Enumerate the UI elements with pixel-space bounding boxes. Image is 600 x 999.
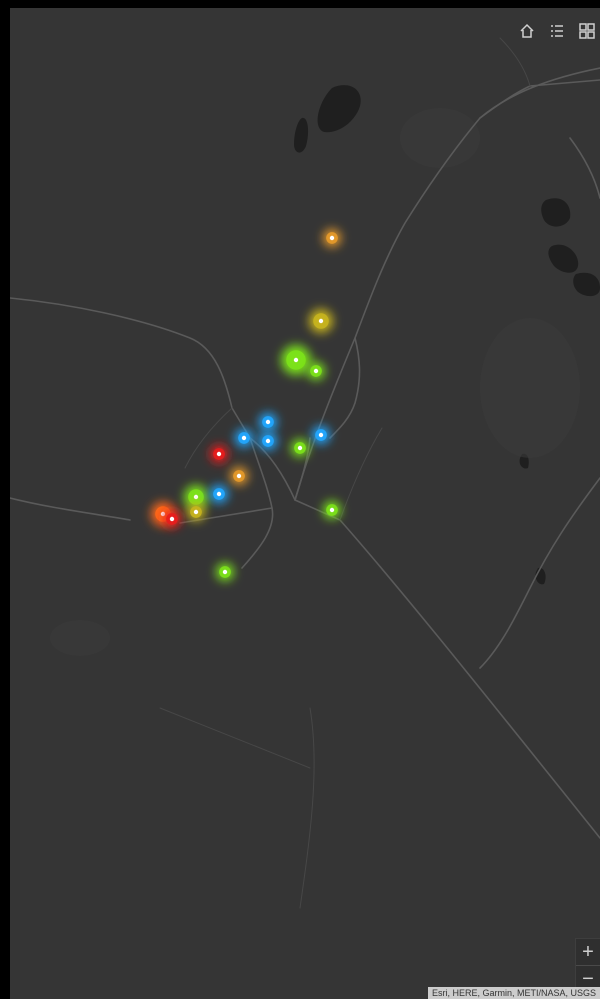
marker-center — [318, 318, 324, 324]
marker-center — [329, 507, 335, 513]
map-marker[interactable] — [291, 439, 309, 457]
zoom-in-button[interactable]: + — [582, 941, 594, 963]
lake — [294, 117, 309, 153]
marker-center — [236, 473, 242, 479]
zoom-out-button[interactable]: − — [582, 968, 594, 990]
map-attribution: Esri, HERE, Garmin, METI/NASA, USGS — [427, 987, 600, 999]
map-marker[interactable] — [323, 501, 341, 519]
incident-markers — [151, 229, 341, 581]
map-marker[interactable] — [230, 467, 248, 485]
home-icon — [520, 23, 534, 38]
marker-center — [329, 235, 335, 241]
marker-center — [313, 368, 319, 374]
list-icon — [551, 25, 563, 37]
zoom-control: + − — [575, 938, 600, 993]
map-marker[interactable] — [216, 563, 234, 581]
zoom-divider — [576, 965, 600, 966]
marker-center — [265, 419, 271, 425]
marker-center — [318, 432, 324, 438]
marker-center — [193, 509, 199, 515]
map-marker[interactable] — [187, 503, 205, 521]
basemap-gallery-icon — [579, 23, 595, 39]
marker-center — [297, 445, 303, 451]
marker-center — [241, 435, 247, 441]
map-marker[interactable] — [163, 510, 181, 528]
marker-center — [222, 569, 228, 575]
water-features — [294, 85, 600, 585]
roads — [10, 67, 600, 839]
lake — [317, 85, 361, 133]
map-marker[interactable] — [184, 485, 208, 509]
map-marker[interactable] — [259, 432, 277, 450]
map-marker[interactable] — [235, 429, 253, 447]
map-marker[interactable] — [309, 309, 333, 333]
lake — [573, 272, 600, 297]
marker-center — [169, 516, 175, 522]
marker-center — [216, 491, 222, 497]
minor-roads — [159, 37, 531, 909]
map-view[interactable]: + − Esri, HERE, Garmin, METI/NASA, USGS — [10, 8, 600, 999]
marker-center — [216, 451, 222, 457]
map-toolbar — [514, 18, 600, 44]
map-marker[interactable] — [210, 445, 228, 463]
marker-center — [293, 357, 299, 363]
map-marker[interactable] — [259, 413, 277, 431]
terrain-shading — [50, 108, 580, 656]
lake — [548, 244, 579, 273]
basemap-gallery-button[interactable] — [574, 18, 600, 44]
legend-button[interactable] — [544, 18, 570, 44]
map-marker[interactable] — [323, 229, 341, 247]
map-marker[interactable] — [312, 426, 330, 444]
map-marker[interactable] — [210, 485, 228, 503]
marker-center — [193, 494, 199, 500]
map-marker[interactable] — [281, 345, 311, 375]
basemap — [10, 37, 600, 909]
lake — [541, 198, 571, 227]
marker-center — [265, 438, 271, 444]
home-button[interactable] — [514, 18, 540, 44]
map-marker[interactable] — [307, 362, 325, 380]
